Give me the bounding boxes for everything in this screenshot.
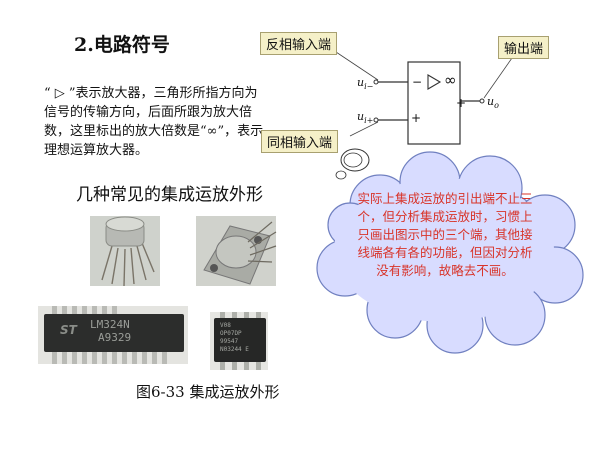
inverting-input-label: ui− bbox=[357, 76, 374, 92]
output-sign: + bbox=[456, 96, 467, 110]
figure-caption: 图6-33 集成运放外形 bbox=[136, 383, 280, 401]
cloud-bubble-inner bbox=[343, 152, 363, 168]
dip8-marking-2: OP07DP bbox=[220, 330, 242, 337]
metal-can-opamp-photo bbox=[90, 216, 160, 287]
output-terminal bbox=[479, 98, 485, 104]
amplifier-triangle-icon bbox=[427, 74, 442, 90]
noninverting-pointer bbox=[349, 121, 379, 137]
dip8-chip-photo bbox=[210, 312, 268, 370]
gain-infinity-symbol: ∞ bbox=[444, 71, 457, 89]
dip14-marking-2: A9329 bbox=[98, 331, 132, 344]
noninverting-terminal bbox=[373, 117, 379, 123]
power-opamp-photo bbox=[196, 216, 277, 286]
inverting-pointer bbox=[335, 51, 379, 81]
section-title: 2.电路符号 bbox=[74, 34, 170, 56]
cloud-bubble-large bbox=[340, 148, 370, 172]
cloud-body bbox=[334, 178, 554, 322]
cloud-bubble-small bbox=[335, 170, 347, 180]
dip8-marking-1: V08 bbox=[220, 322, 231, 329]
output-pointer bbox=[483, 57, 513, 99]
op-amp-box bbox=[407, 61, 461, 145]
noninverting-input-callout: 同相输入端 bbox=[261, 130, 339, 153]
cloud-note-text: 实际上集成运放的引出端不止三个，但分析集成运放时，习惯上只画出图示中的三个端，其… bbox=[357, 191, 533, 278]
dip14-chip-photo: ST bbox=[38, 306, 188, 364]
noninverting-input-label: ui+ bbox=[357, 110, 374, 126]
inverting-sign: − bbox=[412, 75, 423, 89]
dip8-marking-3: 99547 bbox=[220, 338, 239, 345]
output-callout: 输出端 bbox=[498, 36, 550, 59]
inverting-input-callout: 反相输入端 bbox=[260, 32, 338, 55]
output-label: uo bbox=[487, 95, 499, 111]
st-logo: ST bbox=[60, 323, 78, 337]
description-text: “ ▷ ”表示放大器，三角形所指方向为信号的传输方向，后面所跟为放大倍数，这里标… bbox=[44, 86, 264, 158]
photos-subtitle: 几种常见的集成运放外形 bbox=[76, 185, 263, 205]
inverting-terminal bbox=[373, 79, 379, 85]
noninverting-sign: + bbox=[411, 111, 422, 125]
dip8-marking-4: N03244 E bbox=[220, 346, 249, 353]
dip14-marking-1: LM324N bbox=[90, 318, 130, 331]
